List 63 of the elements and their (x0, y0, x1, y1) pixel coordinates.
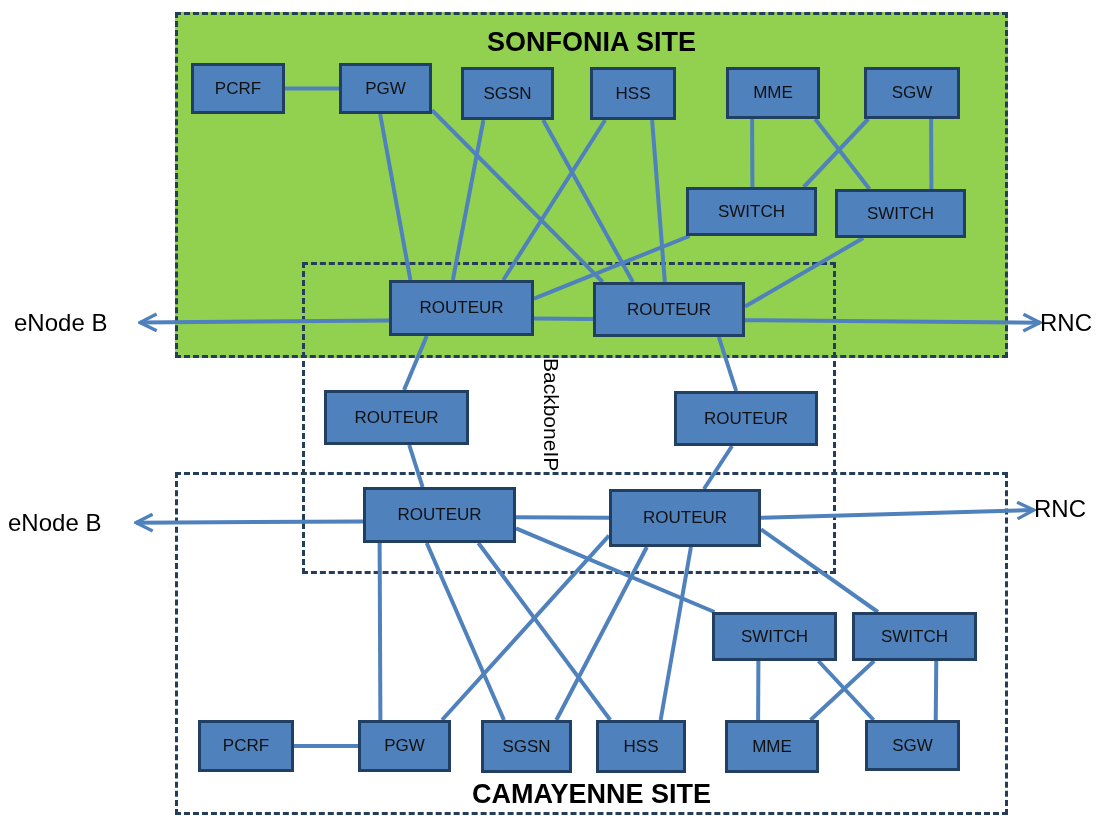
link-line (516, 515, 609, 520)
link-line (450, 119, 486, 281)
link-line (285, 86, 339, 91)
arrow (134, 512, 363, 533)
link-line (744, 236, 865, 309)
endpoint-label: RNC (1040, 308, 1112, 338)
link-line (759, 527, 880, 614)
equipment-box: MME (725, 720, 819, 773)
endpoint-label: eNode B (14, 308, 140, 338)
equipment-box: ROUTEUR (389, 280, 534, 336)
link-line (929, 119, 934, 189)
equipment-box: HSS (590, 67, 676, 120)
link-line (430, 108, 605, 284)
link-line (377, 543, 383, 720)
site-title: SONFONIA SITE (487, 27, 696, 57)
equipment-box: PGW (358, 720, 451, 772)
equipment-box: SGW (865, 720, 960, 771)
link-line (933, 660, 939, 721)
arrow (138, 312, 389, 333)
equipment-box: HSS (596, 720, 686, 773)
link-line (378, 113, 413, 281)
equipment-box: ROUTEUR (674, 391, 818, 446)
link-line (424, 542, 506, 721)
link-line (716, 336, 739, 392)
site-title: CAMAYENNE SITE (471, 779, 711, 809)
arrow (745, 312, 1042, 333)
equipment-box: SGSN (481, 720, 572, 773)
link-line (650, 119, 667, 283)
link-line (702, 444, 734, 491)
equipment-box: PCRF (191, 63, 285, 114)
equipment-box: SWITCH (712, 612, 837, 661)
equipment-box: SGSN (461, 67, 554, 120)
equipment-box: SGW (864, 67, 960, 119)
site-area (175, 12, 1008, 358)
link-line (533, 316, 593, 321)
link-line (533, 234, 691, 301)
equipment-box: ROUTEUR (324, 390, 469, 445)
equipment-box: SWITCH (852, 612, 977, 661)
equipment-box: ROUTEUR (363, 487, 516, 543)
backbone-label: BackboneIP (539, 358, 563, 472)
equipment-box: PCRF (198, 720, 294, 772)
link-line (541, 119, 635, 283)
link-line (476, 541, 612, 722)
equipment-box: PGW (339, 63, 432, 114)
equipment-box: ROUTEUR (593, 282, 745, 337)
equipment-box: MME (726, 67, 820, 119)
arrow (760, 500, 1036, 521)
link-line (658, 546, 693, 721)
link-line (440, 534, 611, 722)
link-line (294, 744, 358, 748)
link-line (515, 526, 716, 614)
link-line (750, 119, 755, 187)
endpoint-label: RNC (1034, 494, 1108, 524)
equipment-box: SWITCH (835, 189, 966, 238)
link-line (813, 117, 872, 191)
link-line (501, 118, 607, 282)
endpoint-label: eNode B (8, 508, 136, 538)
link-line (554, 546, 649, 721)
equipment-box: SWITCH (686, 187, 817, 236)
link-line (756, 661, 761, 720)
link-line (802, 117, 870, 189)
link-line (407, 444, 425, 488)
equipment-box: ROUTEUR (609, 489, 761, 547)
